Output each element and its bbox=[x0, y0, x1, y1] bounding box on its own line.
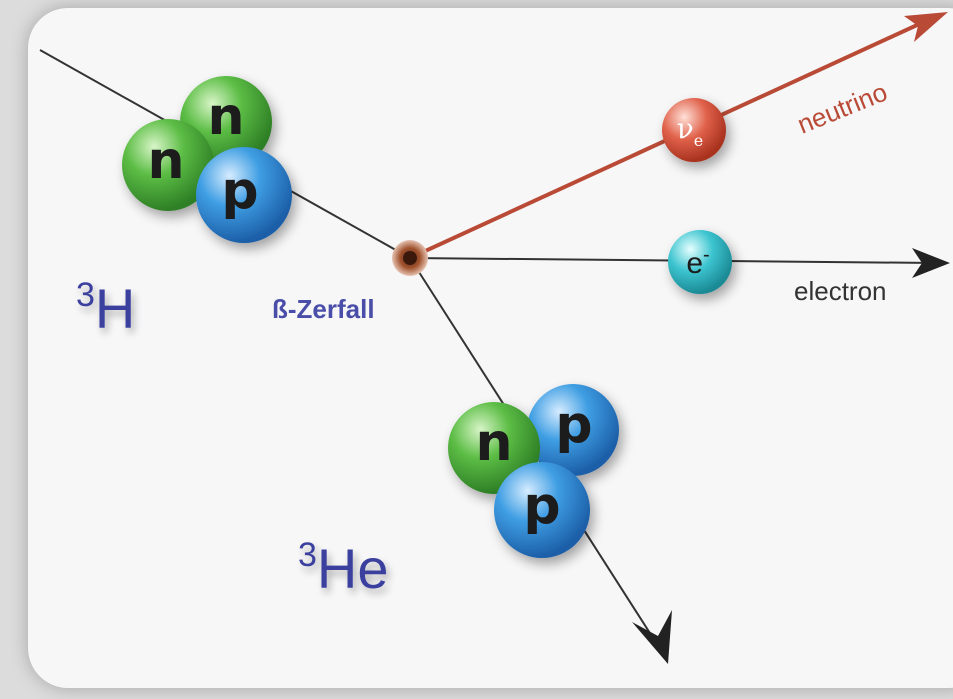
helium-proton-2: p bbox=[494, 462, 590, 558]
helium-nucleus: p n p bbox=[448, 384, 619, 558]
electron-label: electron bbox=[794, 276, 887, 306]
neutrino-particle: νe bbox=[662, 98, 726, 162]
neutrino-label: neutrino bbox=[793, 77, 891, 140]
svg-text:νe: νe bbox=[677, 112, 704, 150]
svg-text:p: p bbox=[523, 476, 560, 536]
helium-label: 3He bbox=[298, 536, 389, 600]
tritium-neutron-1: n bbox=[122, 119, 214, 211]
decay-vertex-core bbox=[403, 251, 417, 265]
svg-text:p: p bbox=[555, 395, 592, 455]
tritium-nucleus: n n p bbox=[122, 76, 292, 243]
svg-text:n: n bbox=[475, 413, 512, 473]
tritium-label: 3H bbox=[76, 276, 135, 340]
electron-arrowhead bbox=[912, 248, 950, 278]
electron-particle: e- bbox=[668, 230, 732, 294]
svg-text:3He: 3He bbox=[298, 536, 389, 600]
helium-proton-1: p bbox=[527, 384, 619, 476]
svg-text:n: n bbox=[207, 87, 244, 147]
neutrino-arrowhead bbox=[904, 12, 948, 42]
svg-text:p: p bbox=[221, 161, 258, 221]
svg-text:n: n bbox=[147, 131, 184, 191]
tritium-proton: p bbox=[196, 147, 292, 243]
svg-text:3H: 3H bbox=[76, 276, 135, 340]
helium-arrowhead bbox=[632, 610, 672, 664]
decay-label: ß-Zerfall bbox=[272, 294, 375, 324]
